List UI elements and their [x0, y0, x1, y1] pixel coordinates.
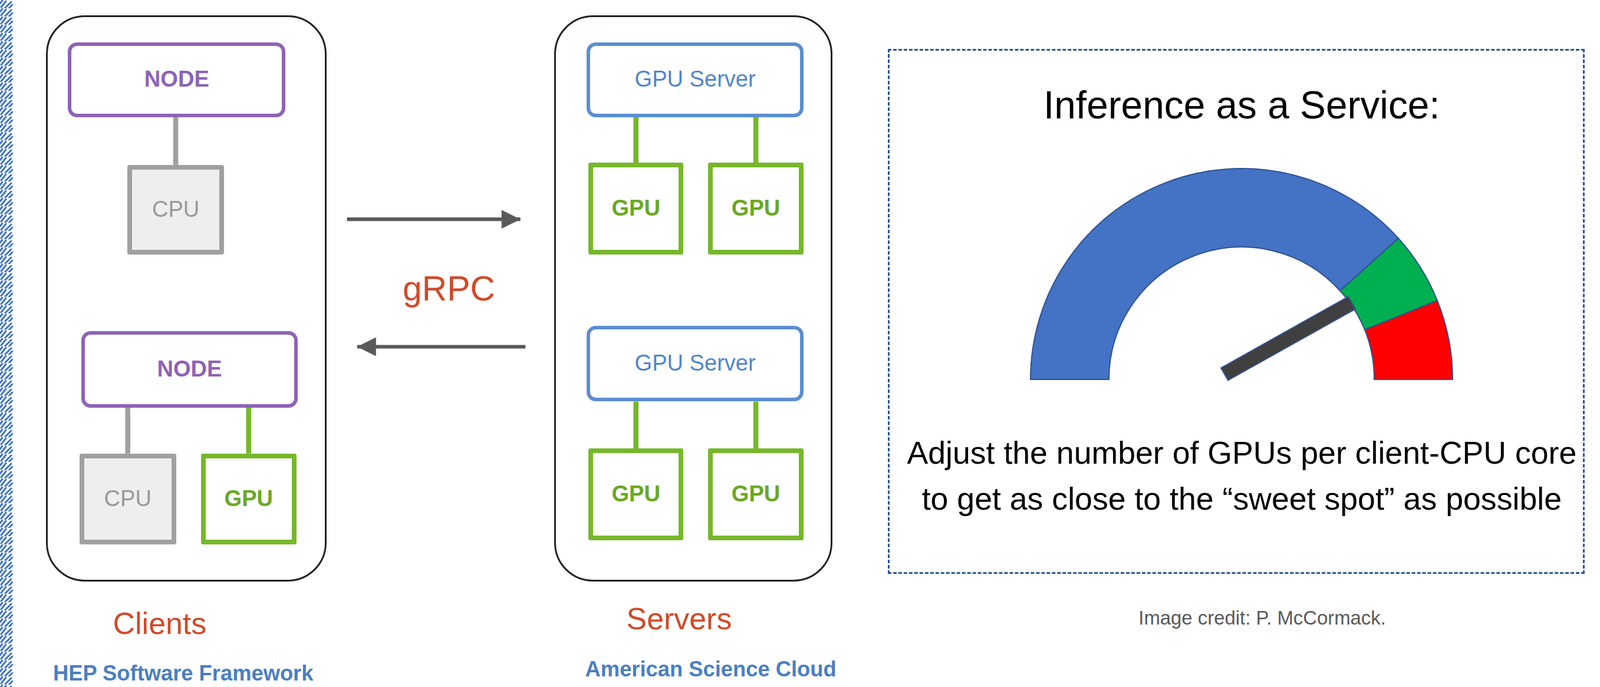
- gauge-needle: [1220, 297, 1356, 381]
- link-line: [173, 117, 179, 166]
- request-arrow: [346, 217, 520, 222]
- group-panel: ClientsHEP Software FrameworkNODECPUNODE…: [45, 15, 327, 582]
- link-line: [633, 117, 639, 164]
- box-label: NODE: [144, 66, 210, 95]
- link-line: [753, 117, 759, 164]
- box-label: CPU: [152, 195, 200, 225]
- panel-title: Clients: [113, 604, 207, 644]
- box-label: NODE: [156, 355, 222, 384]
- box-label: GPU: [224, 485, 273, 514]
- request-arrow: [357, 344, 526, 349]
- box-label: GPU Server: [634, 350, 756, 379]
- box-label: GPU: [731, 480, 780, 509]
- box-label: GPU: [611, 480, 660, 509]
- server-box: GPU Server: [586, 326, 805, 402]
- gpu-box: GPU: [201, 453, 298, 545]
- gpu-box: GPU: [588, 162, 684, 255]
- box-label: CPU: [104, 485, 152, 514]
- server-box: GPU Server: [586, 42, 805, 117]
- node-box: NODE: [67, 42, 286, 117]
- cpu-box: CPU: [127, 165, 225, 255]
- link-line: [753, 401, 759, 449]
- gpu-box: GPU: [708, 162, 805, 255]
- link-line: [633, 401, 639, 449]
- gauge-red-band: [1364, 300, 1453, 380]
- credit-note: Image credit: P. McCormack.: [1138, 606, 1386, 631]
- link-line: [124, 407, 131, 454]
- box-label: GPU: [731, 195, 780, 224]
- box-label: GPU Server: [634, 66, 756, 95]
- connection-label: gRPC: [402, 267, 496, 311]
- panel-title: Inference as a Service:: [1043, 80, 1441, 130]
- panel-subtitle: American Science Cloud: [585, 656, 837, 684]
- box-label: GPU: [611, 195, 660, 224]
- gpu-box: GPU: [588, 448, 684, 541]
- link-line: [246, 407, 252, 454]
- node-box: NODE: [81, 331, 298, 408]
- rope-border: [0, 0, 13, 687]
- cpu-box: CPU: [79, 453, 177, 545]
- callout-panel: Inference as a Service: Adjust the number…: [887, 48, 1585, 575]
- gpu-box: GPU: [708, 448, 805, 541]
- gauge-blue-band: [1030, 168, 1399, 380]
- group-panel: ServersAmerican Science CloudGPU ServerG…: [554, 15, 834, 582]
- panel-subtitle: Adjust the number of GPUs per client-CPU…: [904, 430, 1579, 523]
- panel-title: Servers: [626, 599, 733, 638]
- panel-subtitle: HEP Software Framework: [53, 660, 314, 687]
